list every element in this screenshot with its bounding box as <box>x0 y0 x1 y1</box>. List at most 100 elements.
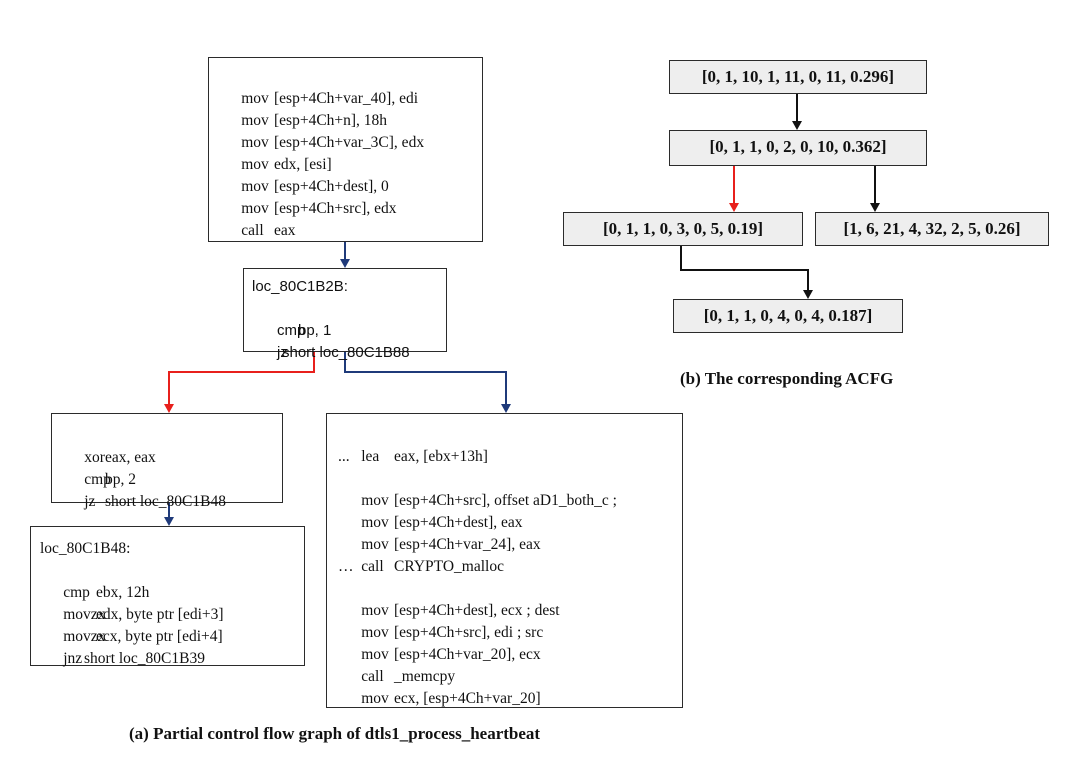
operand: ecx, [esp+4Ch+var_20] <box>394 690 541 707</box>
opcode: call <box>361 558 384 575</box>
instruction-line: mov ecx, [esp+4Ch+var_20] <box>338 666 540 732</box>
opcode: mov <box>361 624 389 641</box>
operand: [esp+4Ch+var_24], eax <box>394 536 541 553</box>
opcode: mov <box>361 602 389 619</box>
opcode: mov <box>241 90 269 107</box>
operand: [esp+4Ch+src], edx <box>274 200 397 217</box>
instruction-line: mov [esp+4Ch+dest], eax <box>338 490 522 556</box>
operand: eax, [ebx+13h] <box>394 448 488 465</box>
operand: [esp+4Ch+var_20], ecx <box>394 646 541 663</box>
instruction-line: mov edx, [esi] <box>218 132 331 198</box>
arrowhead-acfg-2-to-4 <box>803 290 813 299</box>
operand: edx, [esi] <box>274 156 332 173</box>
opcode: mov <box>361 536 389 553</box>
instruction-line: cmp ebx, 12h <box>40 560 149 626</box>
instruction-line: mov [esp+4Ch+src], edi ; src <box>338 600 543 666</box>
cfg-block-5: lea eax, [ebx+13h] ... mov [esp+4Ch+src], … <box>326 413 683 708</box>
edge-block2-to-block5 <box>344 352 507 405</box>
arrowhead-acfg-0-to-1 <box>792 121 802 130</box>
opcode: movzx <box>63 606 106 623</box>
instruction-line: mov [esp+4Ch+src], offset aD1_both_c ; <box>338 468 617 534</box>
opcode: mov <box>361 646 389 663</box>
opcode: mov <box>241 156 269 173</box>
operand: _memcpy <box>394 668 456 685</box>
operand: [esp+4Ch+src], edi ; src <box>394 624 544 641</box>
instruction-line: call CRYPTO_malloc <box>338 534 504 600</box>
opcode: jnz <box>63 650 83 667</box>
operand: [esp+4Ch+dest], eax <box>394 514 523 531</box>
opcode: mov <box>241 134 269 151</box>
instruction-line: mov [esp+4Ch+var_20], ecx <box>338 622 540 688</box>
opcode: cmp <box>84 471 111 488</box>
operand: [esp+4Ch+dest], 0 <box>274 178 389 195</box>
operand: bp, 1 <box>298 322 332 339</box>
block-label: loc_80C1B2B: <box>252 278 348 295</box>
opcode: jz <box>84 493 96 510</box>
operand: ebx, 12h <box>96 584 150 601</box>
operand: [esp+4Ch+src], offset aD1_both_c ; <box>394 492 617 509</box>
operand: edx, byte ptr [edi+3] <box>96 606 224 623</box>
opcode: lea <box>361 448 380 465</box>
operand: eax <box>274 222 296 239</box>
edge-block2-to-block3 <box>168 352 315 405</box>
operand: [esp+4Ch+var_3C], edx <box>274 134 425 151</box>
instruction-line: mov [esp+4Ch+src], edx <box>218 176 396 242</box>
caption-a: (a) Partial control flow graph of dtls1_… <box>129 724 541 743</box>
opcode: cmp <box>277 322 306 339</box>
instruction-line: mov [esp+4Ch+var_40], edi <box>218 66 418 132</box>
ellipsis: ... <box>338 448 350 465</box>
arrowhead-acfg-1-to-3 <box>870 203 880 212</box>
opcode: mov <box>241 112 269 129</box>
arrowhead-block2-to-block3 <box>164 404 174 413</box>
operand: short loc_80C1B48 <box>105 493 226 510</box>
operand: CRYPTO_malloc <box>394 558 504 575</box>
opcode: jz <box>277 344 288 361</box>
instruction-line: mov [esp+4Ch+var_3C], edx <box>218 110 424 176</box>
operand: short loc_80C1B88 <box>282 344 410 361</box>
block-label: loc_80C1B48: <box>40 540 131 557</box>
operand: eax, eax <box>105 449 156 466</box>
operand: short loc_80C1B39 <box>84 650 205 667</box>
opcode: xor <box>84 449 105 466</box>
acfg-node-0: [0, 1, 10, 1, 11, 0, 11, 0.296] <box>669 60 927 94</box>
operand: [esp+4Ch+var_40], edi <box>274 90 419 107</box>
opcode: cmp <box>63 584 90 601</box>
arrowhead-block2-to-block5 <box>501 404 511 413</box>
opcode: mov <box>361 690 389 707</box>
ellipsis: … <box>338 558 354 575</box>
arrowhead-block3-to-block4 <box>164 517 174 526</box>
arrowhead-block1-to-block2 <box>340 259 350 268</box>
opcode: mov <box>361 492 389 509</box>
opcode: call <box>241 222 264 239</box>
arrowhead-acfg-1-to-2 <box>729 203 739 212</box>
opcode: mov <box>361 514 389 531</box>
instruction-line: mov [esp+4Ch+dest], ecx ; dest <box>338 578 559 644</box>
operand: [esp+4Ch+dest], ecx ; dest <box>394 602 560 619</box>
acfg-node-4: [0, 1, 1, 0, 4, 0, 4, 0.187] <box>673 299 903 333</box>
cfg-block-1: mov [esp+4Ch+var_40], edi mov [esp+4Ch+n],… <box>208 57 483 242</box>
caption-b: (b) The corresponding ACFG <box>680 369 894 388</box>
opcode: movzx <box>63 628 106 645</box>
operand: [esp+4Ch+n], 18h <box>274 112 388 129</box>
acfg-node-1: [0, 1, 1, 0, 2, 0, 10, 0.362] <box>669 130 927 166</box>
opcode: mov <box>241 200 269 217</box>
instruction-line: jz short loc_80C1B48 <box>61 469 226 535</box>
operand: bp, 2 <box>105 471 136 488</box>
instruction-line: mov [esp+4Ch+var_24], eax <box>338 512 540 578</box>
instruction-line: mov [esp+4Ch+dest], 0 <box>218 154 389 220</box>
instruction-line: call_memcpy <box>338 644 455 710</box>
instruction-line: mov [esp+4Ch+n], 18h <box>218 88 387 154</box>
instruction-line: lea eax, [ebx+13h] <box>338 424 488 490</box>
opcode: mov <box>241 178 269 195</box>
